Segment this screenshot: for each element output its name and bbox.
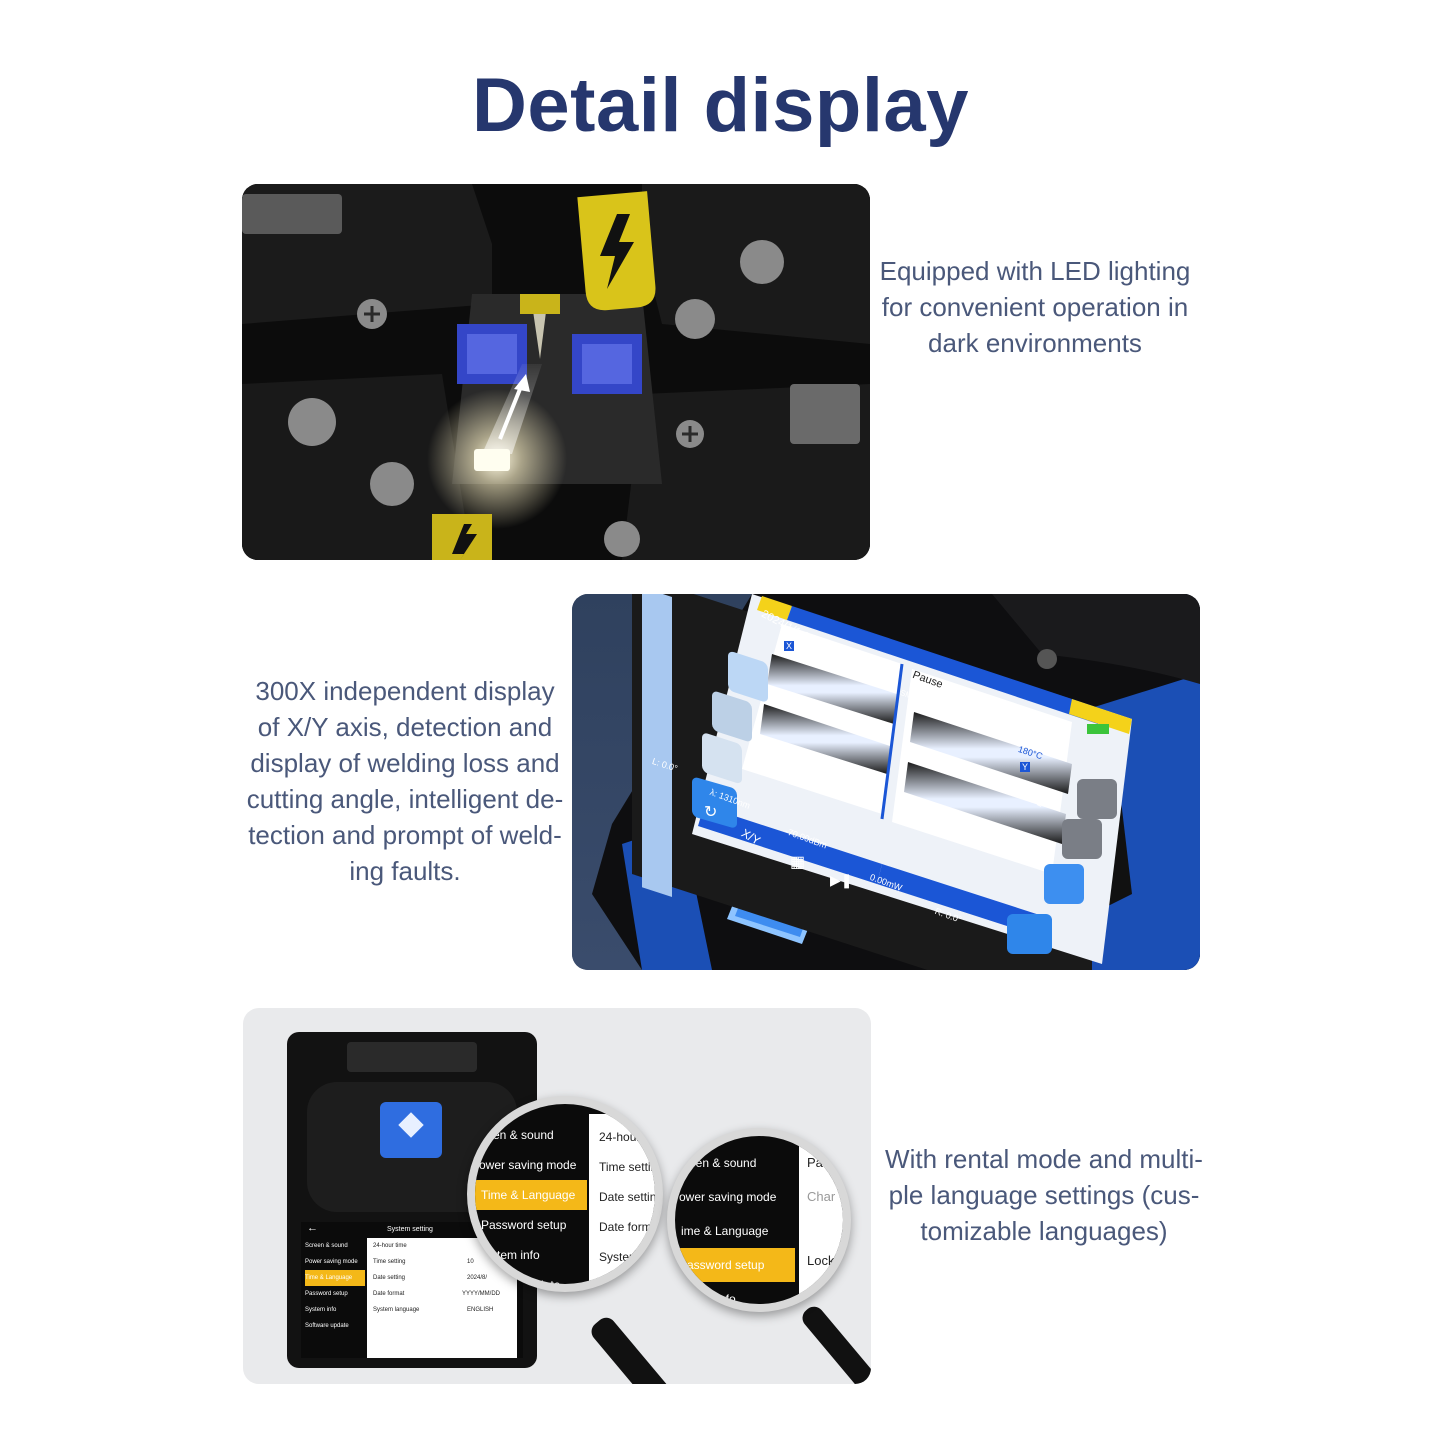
small-row-label: Date format [373, 1291, 405, 1297]
caption-line: tection and prompt of weld- [248, 820, 562, 850]
screen-y-label: Y [1020, 762, 1031, 772]
lens-menu-item[interactable]: ime & Language [681, 1224, 769, 1238]
lens-menu-item[interactable]: stem info [687, 1292, 736, 1306]
magnifier-handle [587, 1313, 685, 1384]
caption-line: cutting angle, intelligent de- [246, 784, 564, 814]
lens-menu-item[interactable]: Password setup [481, 1218, 567, 1232]
small-row-value[interactable]: ENGLISH [467, 1307, 494, 1313]
windows-icon[interactable]: ▦ [790, 854, 806, 871]
lens-row: Char [807, 1189, 836, 1204]
magnifier-lens: een & sound ower saving mode ime & Langu… [667, 1128, 851, 1312]
small-menu-item-active[interactable]: Time & Language [305, 1270, 365, 1286]
lightning-icon [432, 514, 492, 560]
led-caption: Equipped with LED lighting for convenien… [872, 253, 1198, 361]
lens-menu-item[interactable]: ower saving mode [679, 1190, 777, 1204]
small-row-label: System language [373, 1307, 420, 1313]
caption-line: for convenient operation in [881, 292, 1189, 322]
caption-line: tomizable languages) [920, 1216, 1168, 1246]
brand-logo [380, 1102, 442, 1158]
small-row-value[interactable]: YYYY/MM/DD [462, 1291, 501, 1297]
refresh-icon[interactable]: ↻ [704, 804, 718, 821]
small-menu-item[interactable]: Software update [305, 1323, 349, 1329]
small-menu-item[interactable]: System info [305, 1307, 337, 1313]
lens-row: Date format [599, 1220, 662, 1234]
chat-icon[interactable] [1044, 864, 1084, 904]
magnifier-handle [798, 1302, 871, 1384]
lens-menu-item-active[interactable]: Password setup [675, 1248, 795, 1282]
lens-menu-item[interactable]: ystem info [485, 1248, 540, 1262]
settings-icon[interactable] [692, 776, 737, 829]
screen-x-label: X [784, 641, 795, 651]
language-caption: With rental mode and multi- ple language… [877, 1141, 1211, 1249]
back-icon[interactable]: ← [307, 1222, 318, 1234]
small-row-value[interactable]: 2024/8/ [467, 1275, 488, 1281]
caption-line: display of welding loss and [250, 748, 560, 778]
small-row-value[interactable]: 10 [467, 1259, 474, 1265]
lens-menu-item[interactable]: een & sound [689, 1156, 757, 1170]
fusion-splicer-closeup [242, 184, 870, 560]
page-title: Detail display [472, 63, 969, 148]
caption-line: of X/Y axis, detection and [257, 712, 553, 742]
caption-line: 300X independent display [255, 676, 555, 706]
caption-line: Equipped with LED lighting [879, 256, 1191, 286]
small-row-label: 24-hour time [373, 1243, 407, 1249]
lens-row: System lang [599, 1250, 663, 1264]
brightness-icon[interactable] [728, 650, 768, 703]
small-row-label: Date setting [373, 1275, 406, 1281]
splicer-device [572, 594, 1200, 970]
display-caption: 300X independent display of X/Y axis, de… [242, 673, 568, 889]
led-lighting-photo [242, 184, 870, 560]
caption-line: ing faults. [349, 856, 461, 886]
battery-icon [1087, 724, 1109, 734]
caption-line: ple language settings (cus- [888, 1180, 1200, 1210]
small-menu-item[interactable]: Password setup [305, 1291, 348, 1297]
lens-row: Pa [807, 1155, 823, 1170]
small-menu-item[interactable]: Screen & sound [305, 1243, 348, 1249]
lens-menu-item[interactable]: ower saving mode [479, 1158, 577, 1172]
lens-menu-item[interactable]: are update [503, 1278, 561, 1292]
opm-button[interactable] [1062, 819, 1102, 859]
lightning-icon [577, 191, 656, 311]
caption-line: dark environments [928, 328, 1142, 358]
lens-row: 24-hour tin [599, 1130, 657, 1144]
lens-menu-item[interactable]: en & sound [493, 1128, 554, 1142]
small-screen-header: System setting [387, 1226, 433, 1233]
device-screen-photo: 2024/1/1 00:00 17s|17s Pause SM | 60mm X… [572, 594, 1200, 970]
adjust-icon[interactable] [1007, 914, 1052, 954]
small-menu-item[interactable]: Power saving mode [305, 1259, 358, 1265]
lens-menu-item-active[interactable]: Time & Language [475, 1180, 587, 1210]
magnifier-lens: en & sound ower saving mode Time & Langu… [467, 1096, 663, 1292]
play-pause-icon[interactable]: ▶❚ [830, 872, 853, 888]
settings-photo: ← System setting Screen & sound Power sa… [243, 1008, 871, 1384]
vfl-button[interactable] [1077, 779, 1117, 819]
caption-line: With rental mode and multi- [885, 1144, 1203, 1174]
small-row-label: Time setting [373, 1259, 406, 1265]
lens-row: Lock [807, 1253, 835, 1268]
lens-row: Time setting [599, 1160, 663, 1174]
lens-row: Date setting [599, 1190, 663, 1204]
